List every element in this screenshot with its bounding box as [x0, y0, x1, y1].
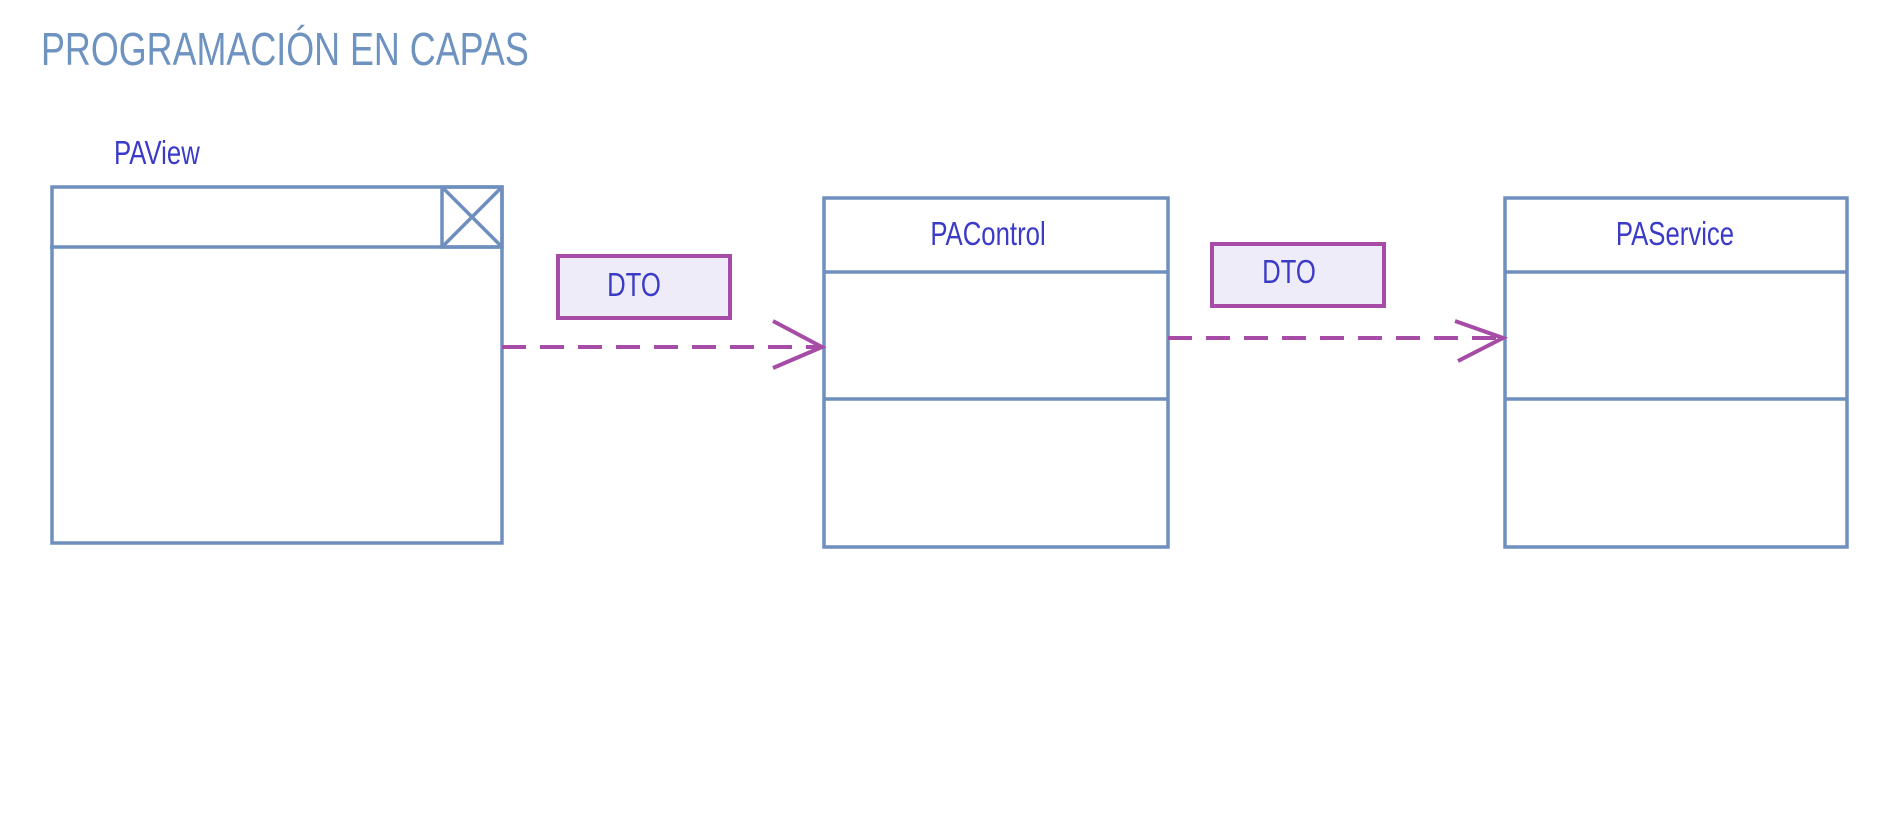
edge-control-to-service: DTO — [1168, 242, 1509, 363]
pa-control-box — [822, 196, 1170, 549]
close-icon — [440, 185, 504, 249]
dto-box — [556, 254, 732, 320]
dto-label: DTO — [607, 267, 661, 304]
page-title: PROGRAMACIÓN EN CAPAS — [41, 23, 529, 75]
pa-view-node: PAView — [50, 135, 504, 545]
pa-service-box — [1503, 196, 1849, 549]
pa-view-label: PAView — [114, 135, 200, 172]
edge-view-to-control: DTO — [502, 254, 827, 370]
dto-box — [1210, 242, 1386, 308]
pa-view-window-frame — [50, 185, 504, 545]
open-arrowhead-icon — [1454, 319, 1509, 363]
pa-control-node: PAControl — [822, 196, 1170, 549]
pa-service-node: PAService — [1503, 196, 1849, 549]
open-arrowhead-icon — [772, 319, 827, 370]
pa-control-label: PAControl — [930, 216, 1045, 253]
pa-service-label: PAService — [1616, 216, 1734, 253]
dto-label: DTO — [1262, 254, 1316, 291]
